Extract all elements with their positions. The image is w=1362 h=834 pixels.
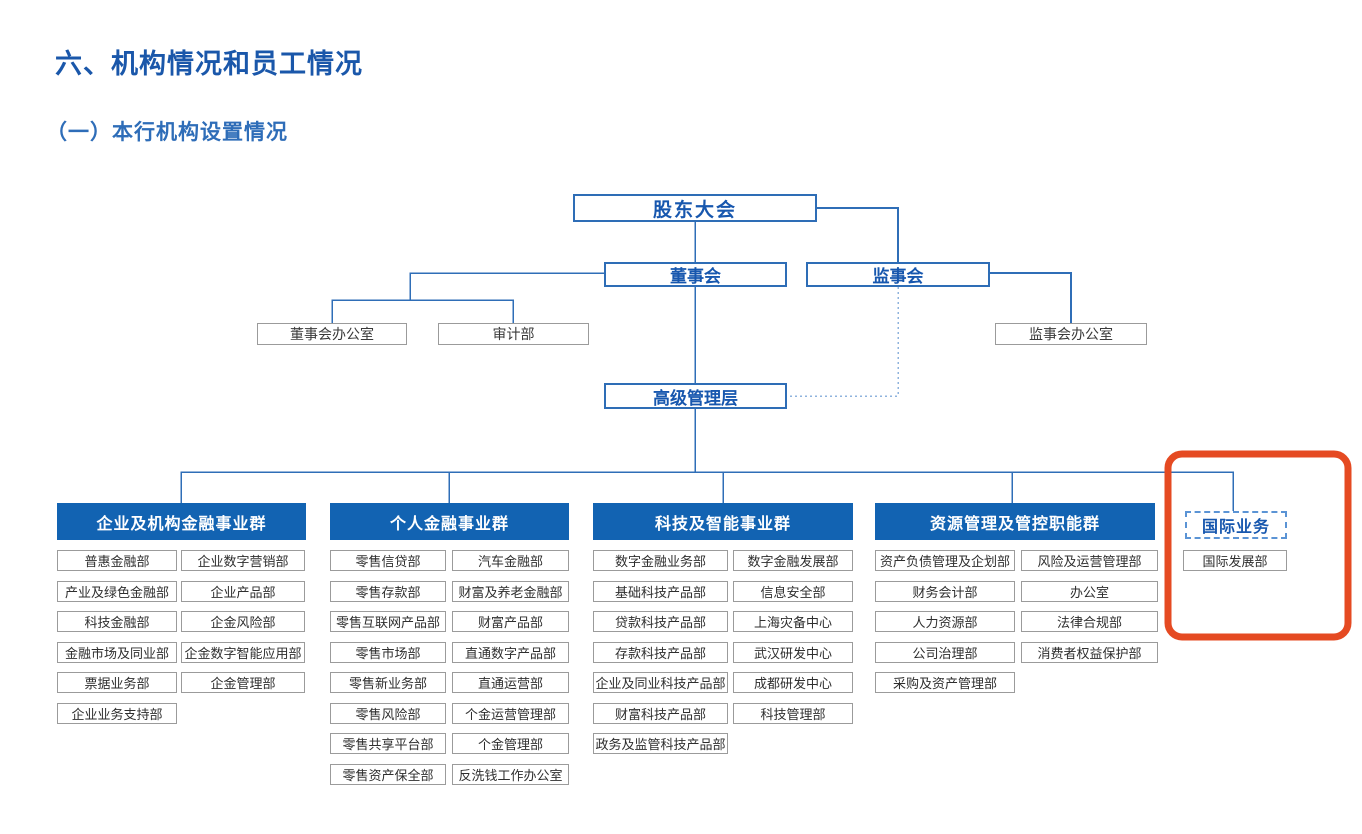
section-subtitle: （一）本行机构设置情况	[46, 121, 288, 144]
department-box: 资产负债管理及企划部	[875, 550, 1015, 571]
department-box: 消费者权益保护部	[1021, 642, 1158, 663]
department-box: 人力资源部	[875, 611, 1015, 632]
department-box: 票据业务部	[57, 672, 177, 693]
box-supervisory-board: 监事会	[806, 262, 990, 287]
department-box: 企业业务支持部	[57, 703, 177, 724]
department-box: 零售资产保全部	[330, 764, 446, 785]
dotted-connector	[789, 287, 899, 397]
department-box: 企金风险部	[181, 611, 305, 632]
department-box: 上海灾备中心	[733, 611, 853, 632]
department-box: 法律合规部	[1021, 611, 1158, 632]
box-board-office: 董事会办公室	[257, 323, 407, 345]
department-box: 采购及资产管理部	[875, 672, 1015, 693]
box-shareholders-meeting: 股东大会	[573, 194, 817, 222]
department-box: 公司治理部	[875, 642, 1015, 663]
department-box: 零售市场部	[330, 642, 446, 663]
group-header-international-business: 国际业务	[1185, 511, 1287, 539]
highlight-annotation	[1164, 450, 1352, 641]
department-box: 企业及同业科技产品部	[593, 672, 728, 693]
department-box: 财富产品部	[452, 611, 569, 632]
department-box: 财富及养老金融部	[452, 581, 569, 602]
department-box: 基础科技产品部	[593, 581, 728, 602]
department-box: 财务会计部	[875, 581, 1015, 602]
department-box: 存款科技产品部	[593, 642, 728, 663]
department-box: 企业产品部	[181, 581, 305, 602]
department-box: 零售存款部	[330, 581, 446, 602]
box-audit-dept: 审计部	[438, 323, 589, 345]
box-board-of-directors: 董事会	[604, 262, 787, 287]
box-supervisory-office: 监事会办公室	[995, 323, 1147, 345]
department-box: 武汉研发中心	[733, 642, 853, 663]
group-header-personal-finance: 个人金融事业群	[330, 503, 569, 540]
department-box: 零售共享平台部	[330, 733, 446, 754]
department-box: 办公室	[1021, 581, 1158, 602]
department-box: 直通数字产品部	[452, 642, 569, 663]
department-box: 零售新业务部	[330, 672, 446, 693]
department-box: 金融市场及同业部	[57, 642, 177, 663]
department-box: 产业及绿色金融部	[57, 581, 177, 602]
department-box: 成都研发中心	[733, 672, 853, 693]
department-box: 风险及运营管理部	[1021, 550, 1158, 571]
box-senior-management: 高级管理层	[604, 383, 787, 409]
page-title: 六、机构情况和员工情况	[55, 49, 363, 79]
department-box: 企金数字智能应用部	[181, 642, 305, 663]
department-box: 政务及监管科技产品部	[593, 733, 728, 754]
department-box: 科技金融部	[57, 611, 177, 632]
department-box: 汽车金融部	[452, 550, 569, 571]
department-box: 个金运营管理部	[452, 703, 569, 724]
department-box: 普惠金融部	[57, 550, 177, 571]
department-box: 零售风险部	[330, 703, 446, 724]
group-header-resource-control: 资源管理及管控职能群	[875, 503, 1155, 540]
department-box: 个金管理部	[452, 733, 569, 754]
group-header-tech-intelligence: 科技及智能事业群	[593, 503, 853, 540]
department-box: 数字金融发展部	[733, 550, 853, 571]
department-box: 贷款科技产品部	[593, 611, 728, 632]
department-box: 财富科技产品部	[593, 703, 728, 724]
department-box: 零售信贷部	[330, 550, 446, 571]
department-box: 企金管理部	[181, 672, 305, 693]
group-header-corporate-finance: 企业及机构金融事业群	[57, 503, 306, 540]
department-box: 科技管理部	[733, 703, 853, 724]
department-box: 企业数字营销部	[181, 550, 305, 571]
department-box: 反洗钱工作办公室	[452, 764, 569, 785]
department-box: 信息安全部	[733, 581, 853, 602]
department-box: 直通运营部	[452, 672, 569, 693]
department-box: 国际发展部	[1183, 550, 1287, 571]
department-box: 零售互联网产品部	[330, 611, 446, 632]
department-box: 数字金融业务部	[593, 550, 728, 571]
